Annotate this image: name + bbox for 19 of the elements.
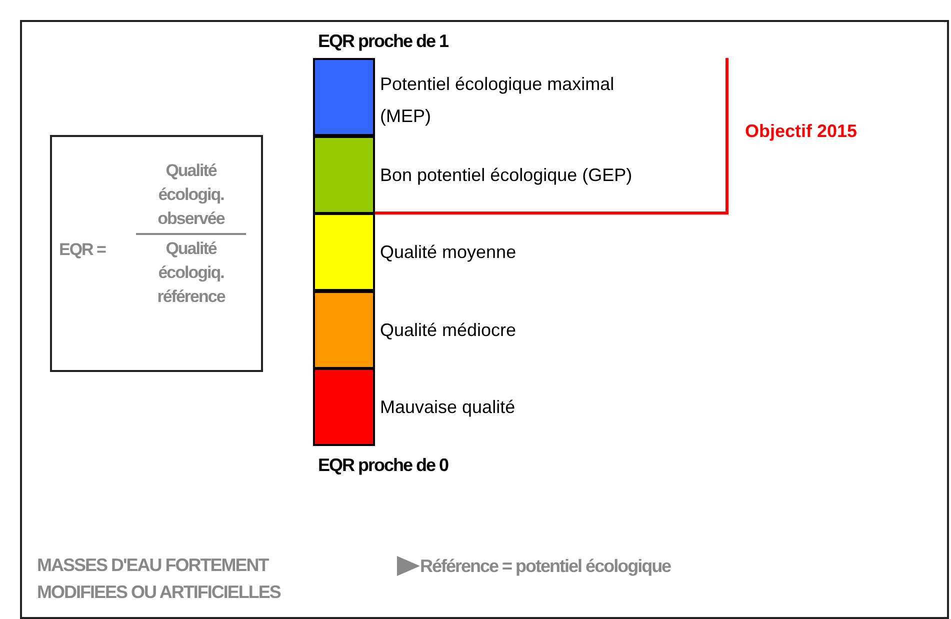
scale-level-text: Qualité médiocre [380,318,518,342]
formula-box [50,135,263,372]
category-note: MASSES D'EAU FORTEMENT MODIFIEES OU ARTIFICIELLES [37,554,282,604]
scale-level-text: Mauvaise qualité [380,396,516,420]
scale-segment [313,136,375,214]
scale-segment [313,368,375,446]
scale-segment [313,213,375,292]
numerator-text: Qualité écologiq. observée [156,160,226,230]
scale-top-label: EQR proche de 1 [318,31,448,52]
scale-level-text: Qualité moyenne [380,241,518,264]
scale-level-text: Bon potentiel écologique (GEP) [380,164,634,187]
reference-note: Référence = potentiel écologique [420,556,671,577]
scale-segment [313,290,375,369]
objective-label: Objectif 2015 [745,121,858,142]
scale-segment [313,58,375,136]
scale-level-text: Potentiel écologique maximal (MEP) [380,73,616,128]
formula-text: EQR = [59,240,106,260]
denominator-text: Qualité écologiq. référence [156,238,226,308]
scale-bottom-label: EQR proche de 0 [318,455,448,476]
